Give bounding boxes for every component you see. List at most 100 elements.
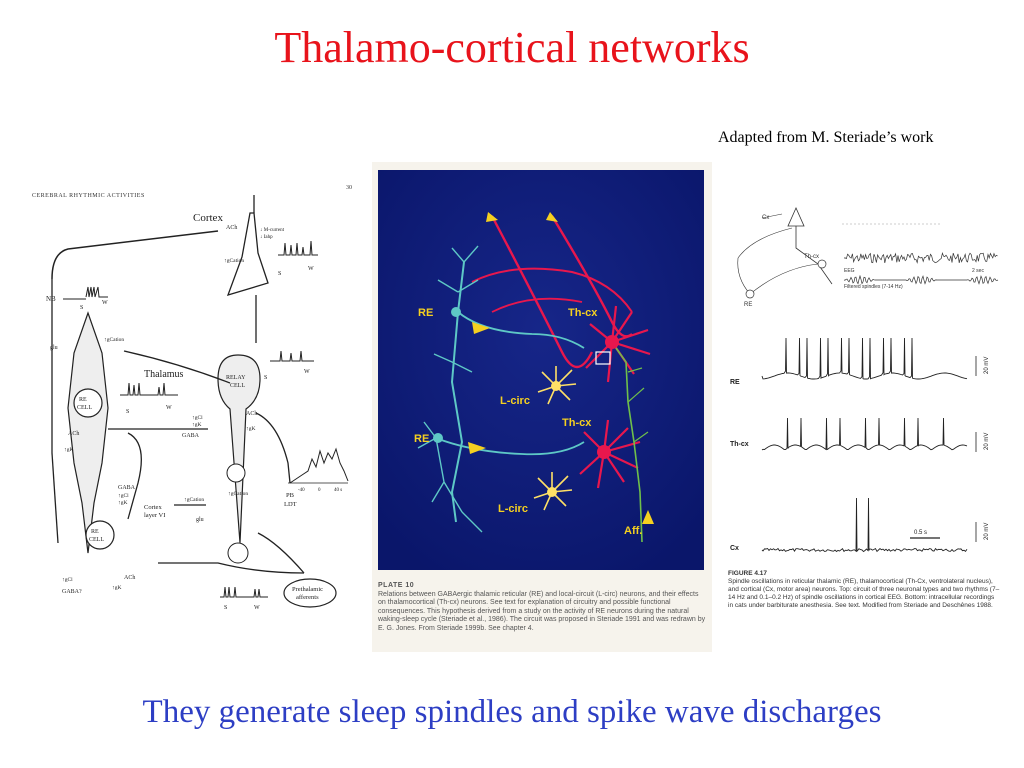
re-trace-label: RE bbox=[730, 379, 740, 386]
svg-text:glu: glu bbox=[50, 345, 58, 351]
svg-text:20 mV: 20 mV bbox=[984, 433, 990, 450]
re-cell-top bbox=[73, 388, 103, 418]
svg-text:CELL: CELL bbox=[77, 405, 92, 411]
svg-text:↑gK: ↑gK bbox=[192, 422, 202, 428]
svg-text:↑gCl: ↑gCl bbox=[192, 415, 203, 421]
slide-caption: They generate sleep spindles and spike w… bbox=[142, 694, 882, 730]
svg-text:W: W bbox=[102, 300, 108, 306]
svg-text:Cx: Cx bbox=[762, 215, 769, 221]
svg-text:S: S bbox=[264, 375, 267, 381]
svg-text:S: S bbox=[278, 271, 281, 277]
svg-text:CELL: CELL bbox=[89, 537, 104, 543]
slide-title: Thalamo-cortical networks bbox=[274, 23, 750, 72]
svg-text:W: W bbox=[166, 405, 172, 411]
svg-text:↑gCation: ↑gCation bbox=[184, 497, 204, 503]
relay-cell bbox=[217, 354, 261, 544]
plate-label: PLATE 10 bbox=[378, 582, 415, 589]
svg-text:Prethalamic: Prethalamic bbox=[292, 586, 323, 593]
svg-text:glu: glu bbox=[196, 517, 204, 523]
prethalamic-afferents-node bbox=[283, 578, 337, 608]
svg-text:2 sec: 2 sec bbox=[972, 268, 984, 274]
figure-label: FIGURE 4.17 bbox=[728, 570, 768, 577]
svg-text:0: 0 bbox=[318, 488, 321, 493]
thcx-trace-label: Th-cx bbox=[730, 441, 749, 448]
thalamus-label: Thalamus bbox=[144, 369, 184, 380]
svg-text:Filtered spindles (7-14 Hz): Filtered spindles (7-14 Hz) bbox=[844, 284, 903, 290]
lcirc-label-lower: L-circ bbox=[498, 503, 528, 515]
svg-text:20 mV: 20 mV bbox=[984, 357, 990, 374]
thcx-label-lower: Th-cx bbox=[562, 417, 592, 429]
svg-text:↑gCation: ↑gCation bbox=[224, 258, 244, 264]
figure-text: Spindle oscillations in reticular thalam… bbox=[728, 578, 1000, 609]
cx-trace bbox=[761, 497, 968, 553]
svg-text:↑gCl: ↑gCl bbox=[118, 493, 129, 499]
cortex-label: Cortex bbox=[193, 212, 223, 224]
svg-text:ACh: ACh bbox=[124, 575, 135, 581]
svg-text:RE: RE bbox=[744, 302, 752, 308]
svg-text:20 mV: 20 mV bbox=[984, 523, 990, 540]
plate-text: Relations between GABAergic thalamic ret… bbox=[378, 590, 706, 632]
re-cell-bottom bbox=[85, 520, 115, 550]
svg-text:W: W bbox=[308, 266, 314, 272]
svg-text:↑gK: ↑gK bbox=[246, 426, 256, 432]
svg-text:ACh: ACh bbox=[226, 225, 237, 231]
re-cell-column bbox=[67, 311, 109, 554]
recordings-artwork: Cx Th-cx RE EEG Filtered spindles (7-14 … bbox=[730, 207, 999, 553]
svg-text:PB: PB bbox=[286, 492, 295, 499]
thcx-trace bbox=[761, 417, 968, 451]
svg-text:S: S bbox=[80, 305, 83, 311]
svg-text:↓ M-current: ↓ M-current bbox=[260, 228, 285, 233]
svg-text:↑gCation: ↑gCation bbox=[228, 491, 248, 497]
plate-figure: RE RE Th-cx Th-cx L-circ L-circ Aff. PLA… bbox=[372, 162, 712, 652]
plate-artwork: RE RE Th-cx Th-cx L-circ L-circ Aff. bbox=[378, 170, 704, 570]
svg-text:RELAY: RELAY bbox=[226, 375, 246, 381]
svg-text:↑gK: ↑gK bbox=[64, 447, 74, 453]
svg-text:↑gCl: ↑gCl bbox=[62, 577, 73, 583]
svg-text:↑gCation: ↑gCation bbox=[104, 337, 124, 343]
svg-text:RE: RE bbox=[91, 529, 99, 535]
svg-text:Th-cx: Th-cx bbox=[804, 254, 819, 260]
re-label-lower: RE bbox=[414, 433, 429, 445]
lcirc-label-upper: L-circ bbox=[500, 395, 530, 407]
svg-text:W: W bbox=[254, 605, 260, 611]
page-number: 30 bbox=[346, 185, 352, 191]
thcx-neuron-lower bbox=[579, 419, 641, 489]
lcirc-neuron-upper bbox=[537, 366, 577, 405]
lcirc-neuron-lower bbox=[533, 472, 573, 511]
figure-header: CEREBRAL RHYTHMIC ACTIVITIES bbox=[32, 193, 145, 199]
svg-text:GABA?: GABA? bbox=[62, 589, 82, 595]
svg-text:-40: -40 bbox=[298, 488, 305, 493]
svg-text:↑gK: ↑gK bbox=[112, 585, 122, 591]
plate-caption: PLATE 10 Relations between GABAergic tha… bbox=[378, 582, 706, 634]
svg-text:0.5 s: 0.5 s bbox=[914, 530, 927, 536]
filtered-spindle-trace bbox=[843, 274, 999, 285]
figure-caption: FIGURE 4.17 Spindle oscillations in reti… bbox=[728, 570, 1000, 610]
svg-text:↓ Iahp: ↓ Iahp bbox=[260, 235, 273, 240]
left-circuit-figure: CEREBRAL RHYTHMIC ACTIVITIES 30 Cortex A… bbox=[28, 183, 360, 613]
svg-text:afferents: afferents bbox=[296, 594, 319, 601]
svg-text:40 s: 40 s bbox=[334, 488, 342, 493]
svg-text:LDT: LDT bbox=[284, 501, 297, 508]
re-label-upper: RE bbox=[418, 307, 433, 319]
circuit-schematic: CEREBRAL RHYTHMIC ACTIVITIES 30 Cortex A… bbox=[32, 185, 352, 611]
svg-text:GABA: GABA bbox=[182, 433, 200, 439]
svg-text:↑gK: ↑gK bbox=[118, 500, 128, 506]
svg-text:ACh: ACh bbox=[68, 431, 79, 437]
svg-text:GABA: GABA bbox=[118, 485, 136, 491]
aff-label: Aff. bbox=[624, 525, 642, 537]
recordings-figure: Cx Th-cx RE EEG Filtered spindles (7-14 … bbox=[722, 198, 1004, 614]
svg-text:ACh: ACh bbox=[246, 411, 257, 417]
svg-text:S: S bbox=[126, 409, 129, 415]
svg-text:layer VI: layer VI bbox=[144, 512, 165, 519]
svg-text:CELL: CELL bbox=[230, 383, 245, 389]
re-trace bbox=[761, 337, 968, 380]
svg-text:RE: RE bbox=[79, 397, 87, 403]
nb-label: NB bbox=[46, 295, 56, 303]
svg-text:Cortex: Cortex bbox=[144, 504, 162, 511]
cortical-pyramidal-neuron bbox=[226, 212, 269, 296]
svg-text:EEG: EEG bbox=[844, 268, 855, 274]
eeg-trace bbox=[843, 252, 998, 264]
credit-text: Adapted from M. Steriade’s work bbox=[718, 129, 934, 146]
svg-text:W: W bbox=[304, 369, 310, 375]
thcx-label-upper: Th-cx bbox=[568, 307, 598, 319]
